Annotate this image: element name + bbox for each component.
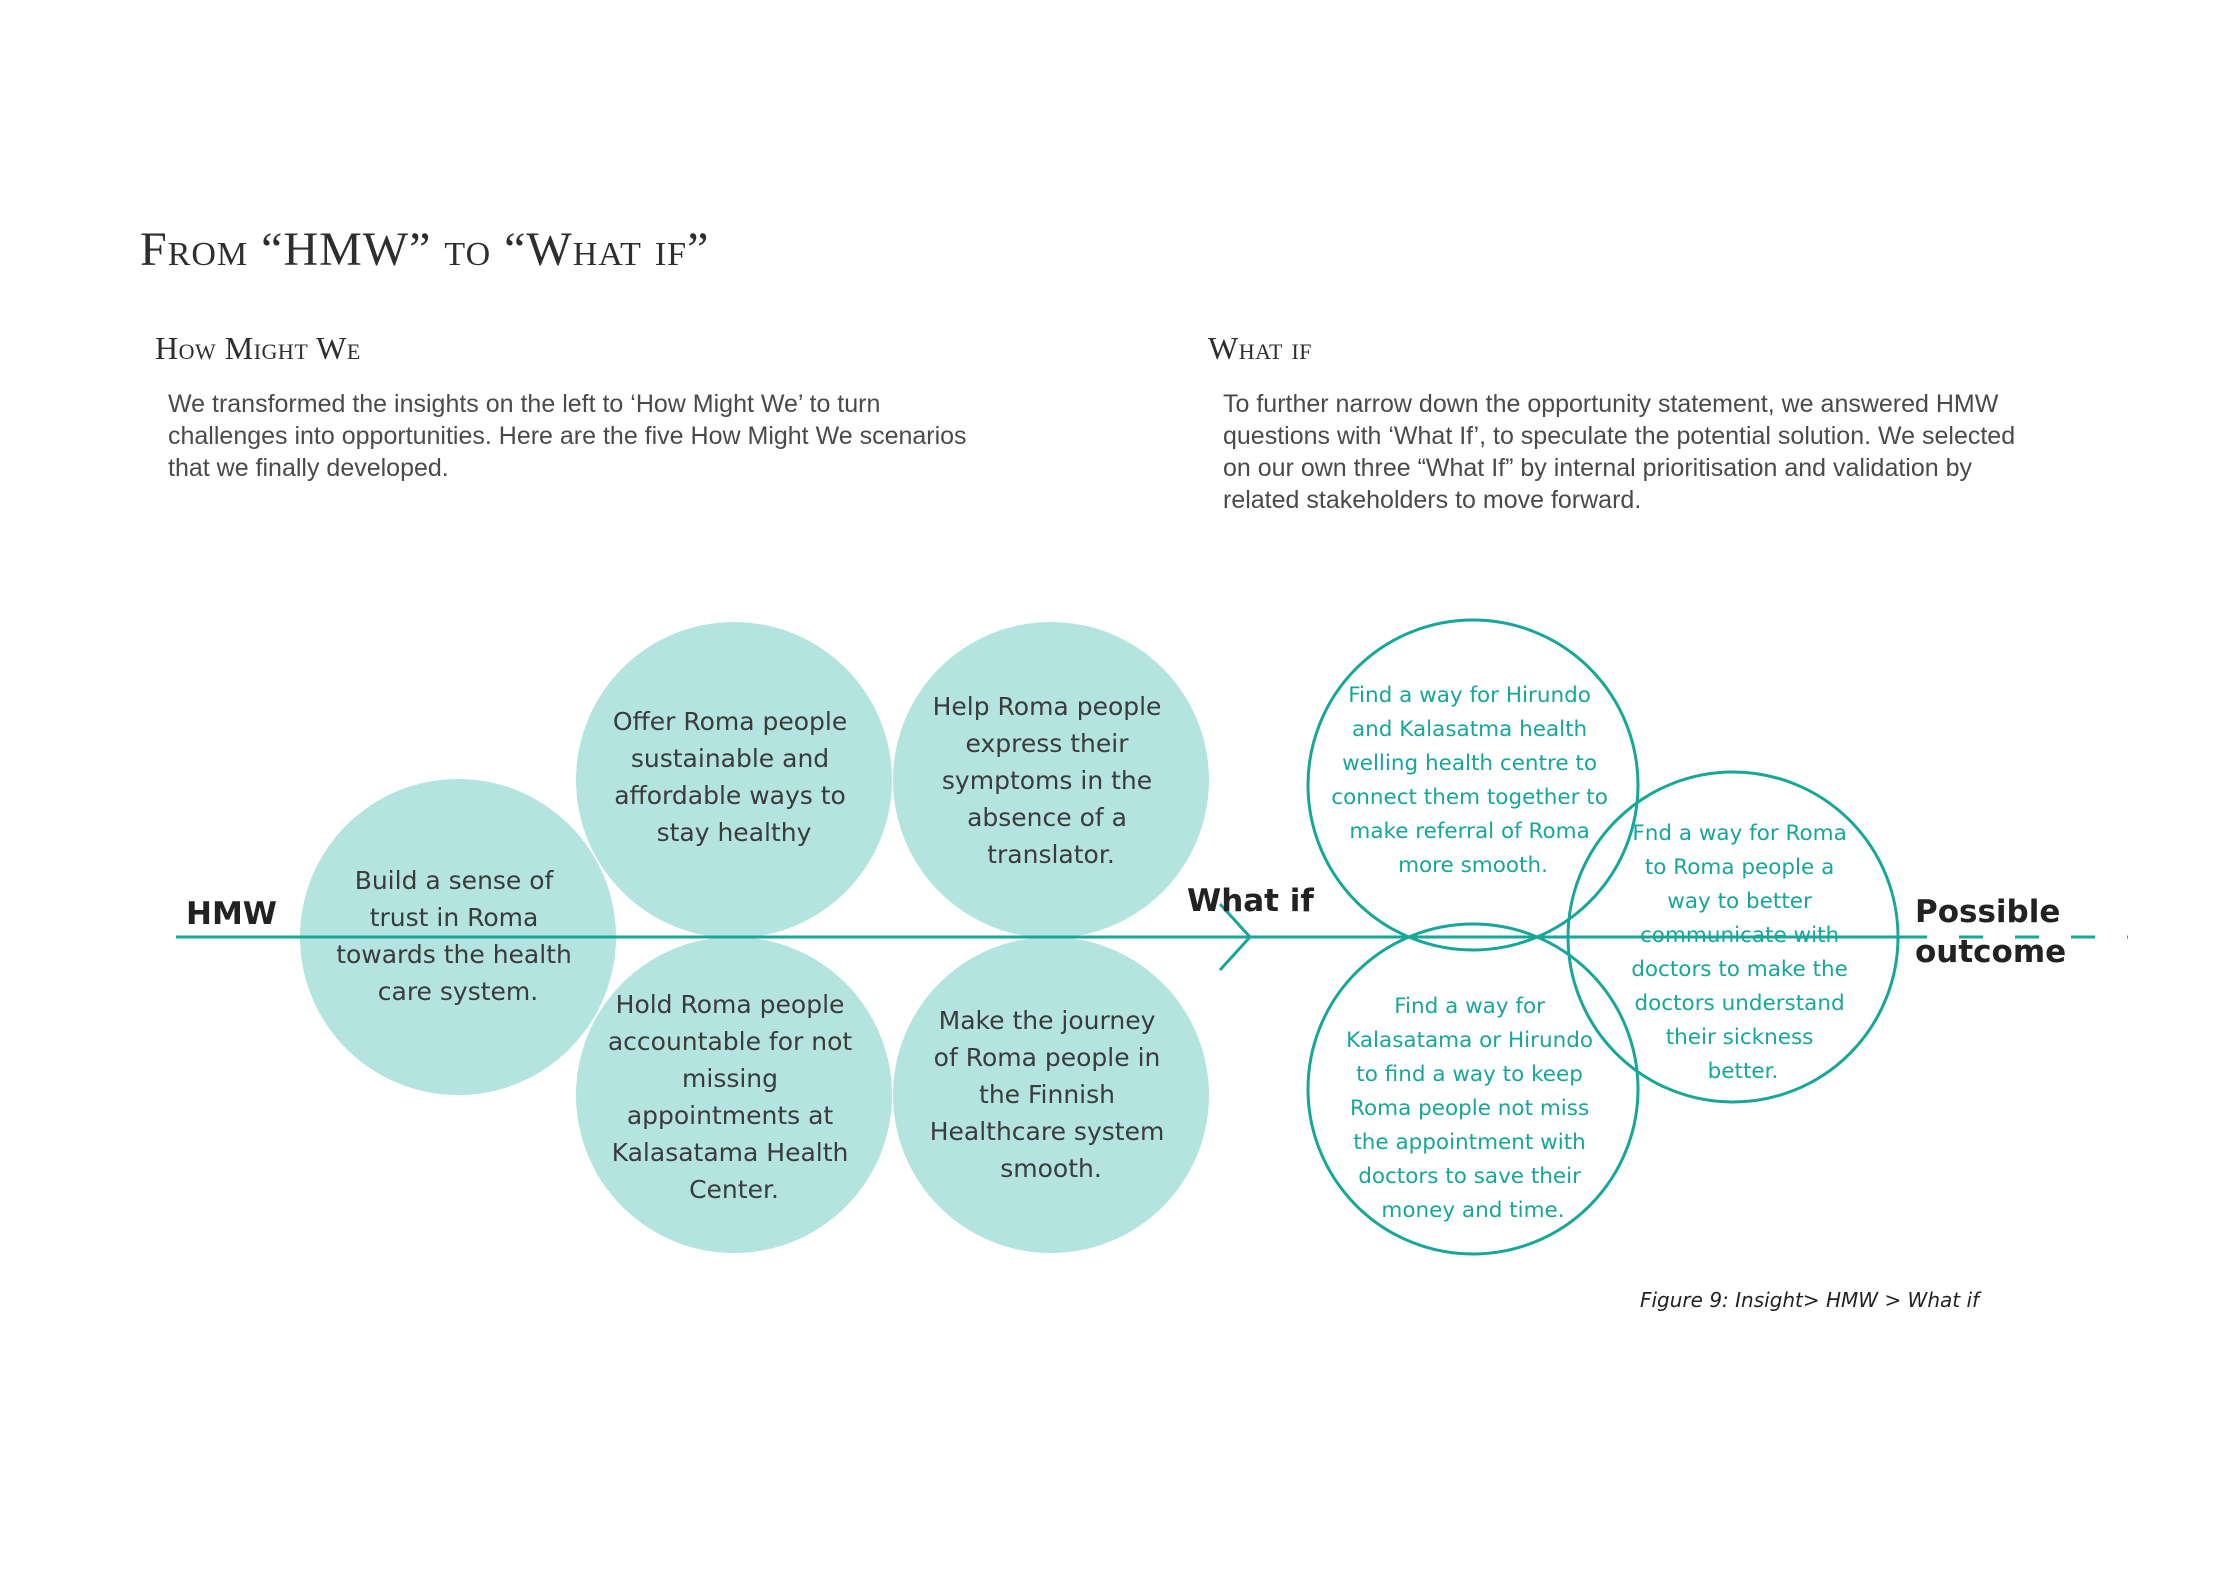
flow-arrowhead xyxy=(1218,902,1253,972)
what-if-text-appointments: Find a way for Kalasatama or Hirundo to … xyxy=(1346,994,1600,1223)
hmw-description: We transformed the insights on the left … xyxy=(168,390,967,482)
what-if-text-referral: Find a way for Hirundo and Kalasatma hea… xyxy=(1331,683,1614,878)
what-if-ring-appointments xyxy=(1306,922,1640,1256)
outcome-label-line-1: Possible xyxy=(1915,894,2060,930)
what-if-axis-label: What if xyxy=(1187,883,1314,919)
hmw-text-accountable-appointments: Hold Roma people accountable for not mis… xyxy=(608,990,860,1204)
hmw-text-sustainable-healthy: Offer Roma people sustainable and afford… xyxy=(613,707,855,847)
hmw-bubble-accountable-appointments xyxy=(576,937,892,1253)
what-if-ring-communicate xyxy=(1566,770,1900,1104)
hmw-text-express-symptoms: Help Roma people express their symptoms … xyxy=(933,692,1170,869)
page-title: From “HMW” to “What if” xyxy=(140,223,710,276)
hmw-bubble-sustainable-healthy xyxy=(576,622,892,938)
what-if-text-communicate: Fnd a way for Roma to Roma people a way … xyxy=(1631,821,1855,1084)
hmw-bubble-express-symptoms xyxy=(893,622,1209,938)
hmw-heading: How Might We xyxy=(155,330,361,366)
outcome-label-line-2: outcome xyxy=(1915,934,2066,970)
what-if-description: To further narrow down the opportunity s… xyxy=(1223,390,2016,514)
figure-caption: Figure 9: Insight> HMW > What if xyxy=(1640,1288,1980,1312)
hmw-text-smooth-journey: Make the journey of Roma people in the F… xyxy=(930,1006,1173,1183)
what-if-ring-referral xyxy=(1306,618,1640,952)
what-if-heading: What if xyxy=(1208,330,1313,366)
hmw-text-build-trust: Build a sense of trust in Roma towards t… xyxy=(336,866,580,1006)
hmw-bubble-smooth-journey xyxy=(893,937,1209,1253)
hmw-axis-label: HMW xyxy=(186,896,277,932)
